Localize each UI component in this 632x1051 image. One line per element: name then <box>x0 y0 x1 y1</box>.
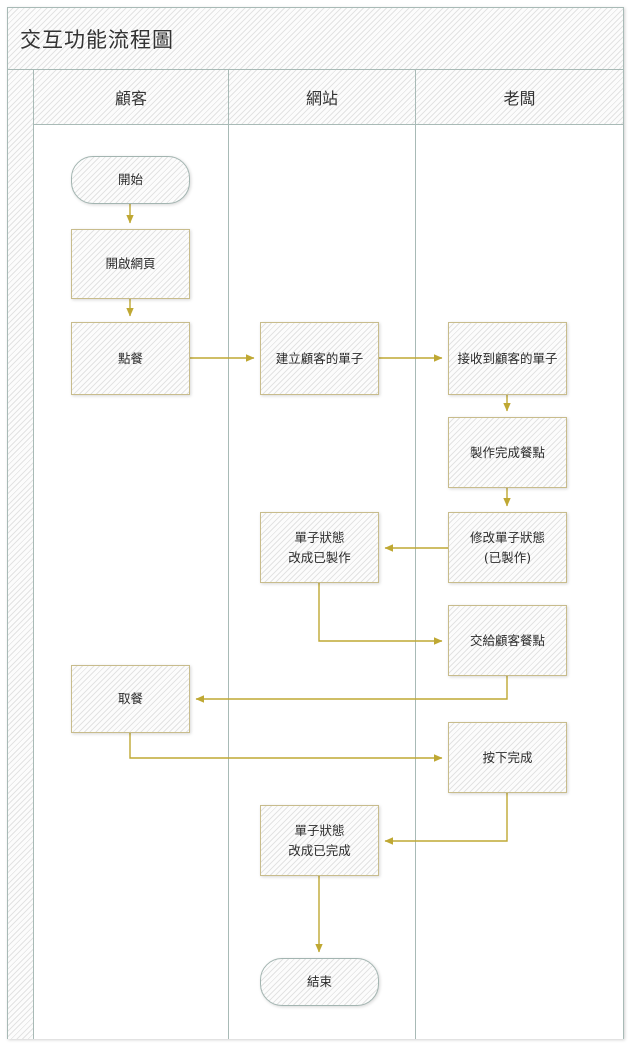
flow-node-label-state_made: 單子狀態 改成已製作 <box>288 530 351 565</box>
flow-node-label-order: 點餐 <box>117 350 143 366</box>
flow-node-label-recv_order: 接收到顧客的單子 <box>457 350 558 366</box>
lane-header-boss: 老闆 <box>416 70 623 125</box>
flow-node-open_page[interactable]: 開啟網頁 <box>71 229 190 299</box>
flow-node-label-open_page: 開啟網頁 <box>105 256 156 272</box>
flow-node-label-press_done: 按下完成 <box>482 749 533 765</box>
flow-node-label-make_food: 製作完成餐點 <box>469 444 545 460</box>
flow-node-mark_made[interactable]: 修改單子狀態 (已製作) <box>448 512 567 583</box>
flow-node-recv_order[interactable]: 接收到顧客的單子 <box>448 322 567 395</box>
flow-node-end[interactable]: 結束 <box>260 958 379 1006</box>
flow-node-order[interactable]: 點餐 <box>71 322 190 395</box>
flow-node-label-start: 開始 <box>117 172 143 188</box>
flow-node-create_order[interactable]: 建立顧客的單子 <box>260 322 379 395</box>
flow-node-label-end: 結束 <box>306 974 332 990</box>
lane-label-customer: 顧客 <box>114 89 147 108</box>
flow-node-start[interactable]: 開始 <box>71 156 190 204</box>
lane-label-website: 網站 <box>305 89 338 108</box>
flow-node-label-serve_food: 交給顧客餐點 <box>469 632 545 648</box>
flow-node-label-create_order: 建立顧客的單子 <box>275 350 364 366</box>
lane-header-website: 網站 <box>229 70 416 125</box>
flow-node-label-pickup: 取餐 <box>117 691 143 707</box>
flow-node-serve_food[interactable]: 交給顧客餐點 <box>448 605 567 676</box>
flow-node-state_done[interactable]: 單子狀態 改成已完成 <box>260 805 379 876</box>
page-title: 交互功能流程圖 <box>20 27 174 52</box>
diagram-title-bar: 交互功能流程圖 <box>8 8 623 70</box>
flow-node-label-state_done: 單子狀態 改成已完成 <box>288 823 351 858</box>
pool-header-strip <box>8 70 34 1039</box>
flow-node-press_done[interactable]: 按下完成 <box>448 722 567 793</box>
flow-node-pickup[interactable]: 取餐 <box>71 665 190 733</box>
flow-node-state_made[interactable]: 單子狀態 改成已製作 <box>260 512 379 583</box>
lane-label-boss: 老闆 <box>503 89 536 108</box>
lane-header-customer: 顧客 <box>34 70 229 125</box>
flow-node-label-mark_made: 修改單子狀態 (已製作) <box>469 530 545 565</box>
flow-node-make_food[interactable]: 製作完成餐點 <box>448 417 567 488</box>
